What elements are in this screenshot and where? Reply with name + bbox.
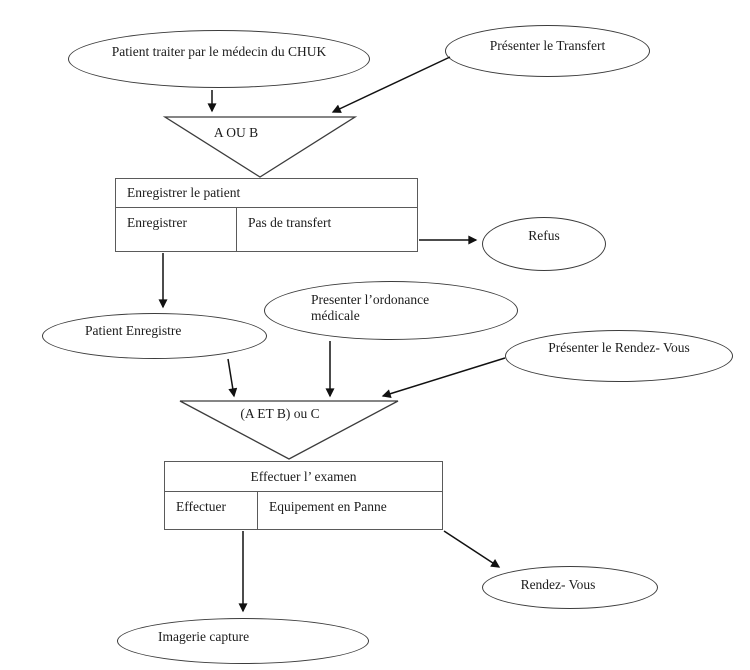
transition-enregistrer-cell-right: Pas de transfert	[248, 215, 332, 230]
transition-examen-row: Effectuer Equipement en Panne	[165, 492, 442, 529]
place-presenter-ordonance: Presenter l’ordonance médicale	[264, 281, 518, 340]
place-presenter-transfert-label: Présenter le Transfert	[489, 38, 606, 53]
place-presenter-rdv: Présenter le Rendez- Vous	[505, 330, 733, 382]
place-patient-enregistre: Patient Enregistre	[42, 313, 267, 359]
arrow-patient-enregistre-to-gate-et	[227, 358, 238, 398]
transition-enregistrer-cell-left: Enregistrer	[116, 208, 237, 251]
place-presenter-transfert: Présenter le Transfert	[445, 25, 650, 77]
place-patient-enregistre-label: Patient Enregistre	[85, 323, 182, 338]
arrow-presenter-rdv-to-gate-et	[381, 357, 506, 399]
transition-examen-cell-left: Effectuer	[165, 492, 258, 529]
transition-examen-header: Effectuer l’ examen	[165, 462, 442, 492]
place-rendez-vous-label: Rendez- Vous	[520, 576, 596, 592]
place-patient-traite: Patient traiter par le médecin du CHUK	[68, 30, 370, 88]
gate-et-label: (A ET B) ou C	[240, 406, 319, 421]
place-presenter-rdv-label: Présenter le Rendez- Vous	[548, 340, 690, 355]
place-rendez-vous: Rendez- Vous	[482, 566, 658, 609]
transition-enregistrer: Enregistrer le patient Enregistrer Pas d…	[115, 178, 418, 252]
place-refus: Refus	[482, 217, 606, 271]
place-presenter-ordonance-label: Presenter l’ordonance médicale	[311, 291, 430, 323]
transition-examen: Effectuer l’ examen Effectuer Equipement…	[164, 461, 443, 530]
place-imagerie-capture-label: Imagerie capture	[158, 629, 250, 644]
arrow-panne-to-rendez-vous	[443, 530, 501, 568]
transition-enregistrer-row: Enregistrer Pas de transfert	[116, 208, 417, 251]
gate-ou-label: A OU B	[214, 125, 258, 140]
place-patient-traite-label: Patient traiter par le médecin du CHUK	[111, 44, 327, 59]
gate-et-triangle	[179, 400, 399, 460]
gate-ou-triangle	[162, 116, 358, 178]
place-imagerie-capture: Imagerie capture	[117, 618, 369, 664]
transition-enregistrer-header: Enregistrer le patient	[116, 179, 417, 208]
place-refus-label: Refus	[528, 228, 560, 243]
transition-examen-cell-right: Equipement en Panne	[269, 499, 387, 514]
